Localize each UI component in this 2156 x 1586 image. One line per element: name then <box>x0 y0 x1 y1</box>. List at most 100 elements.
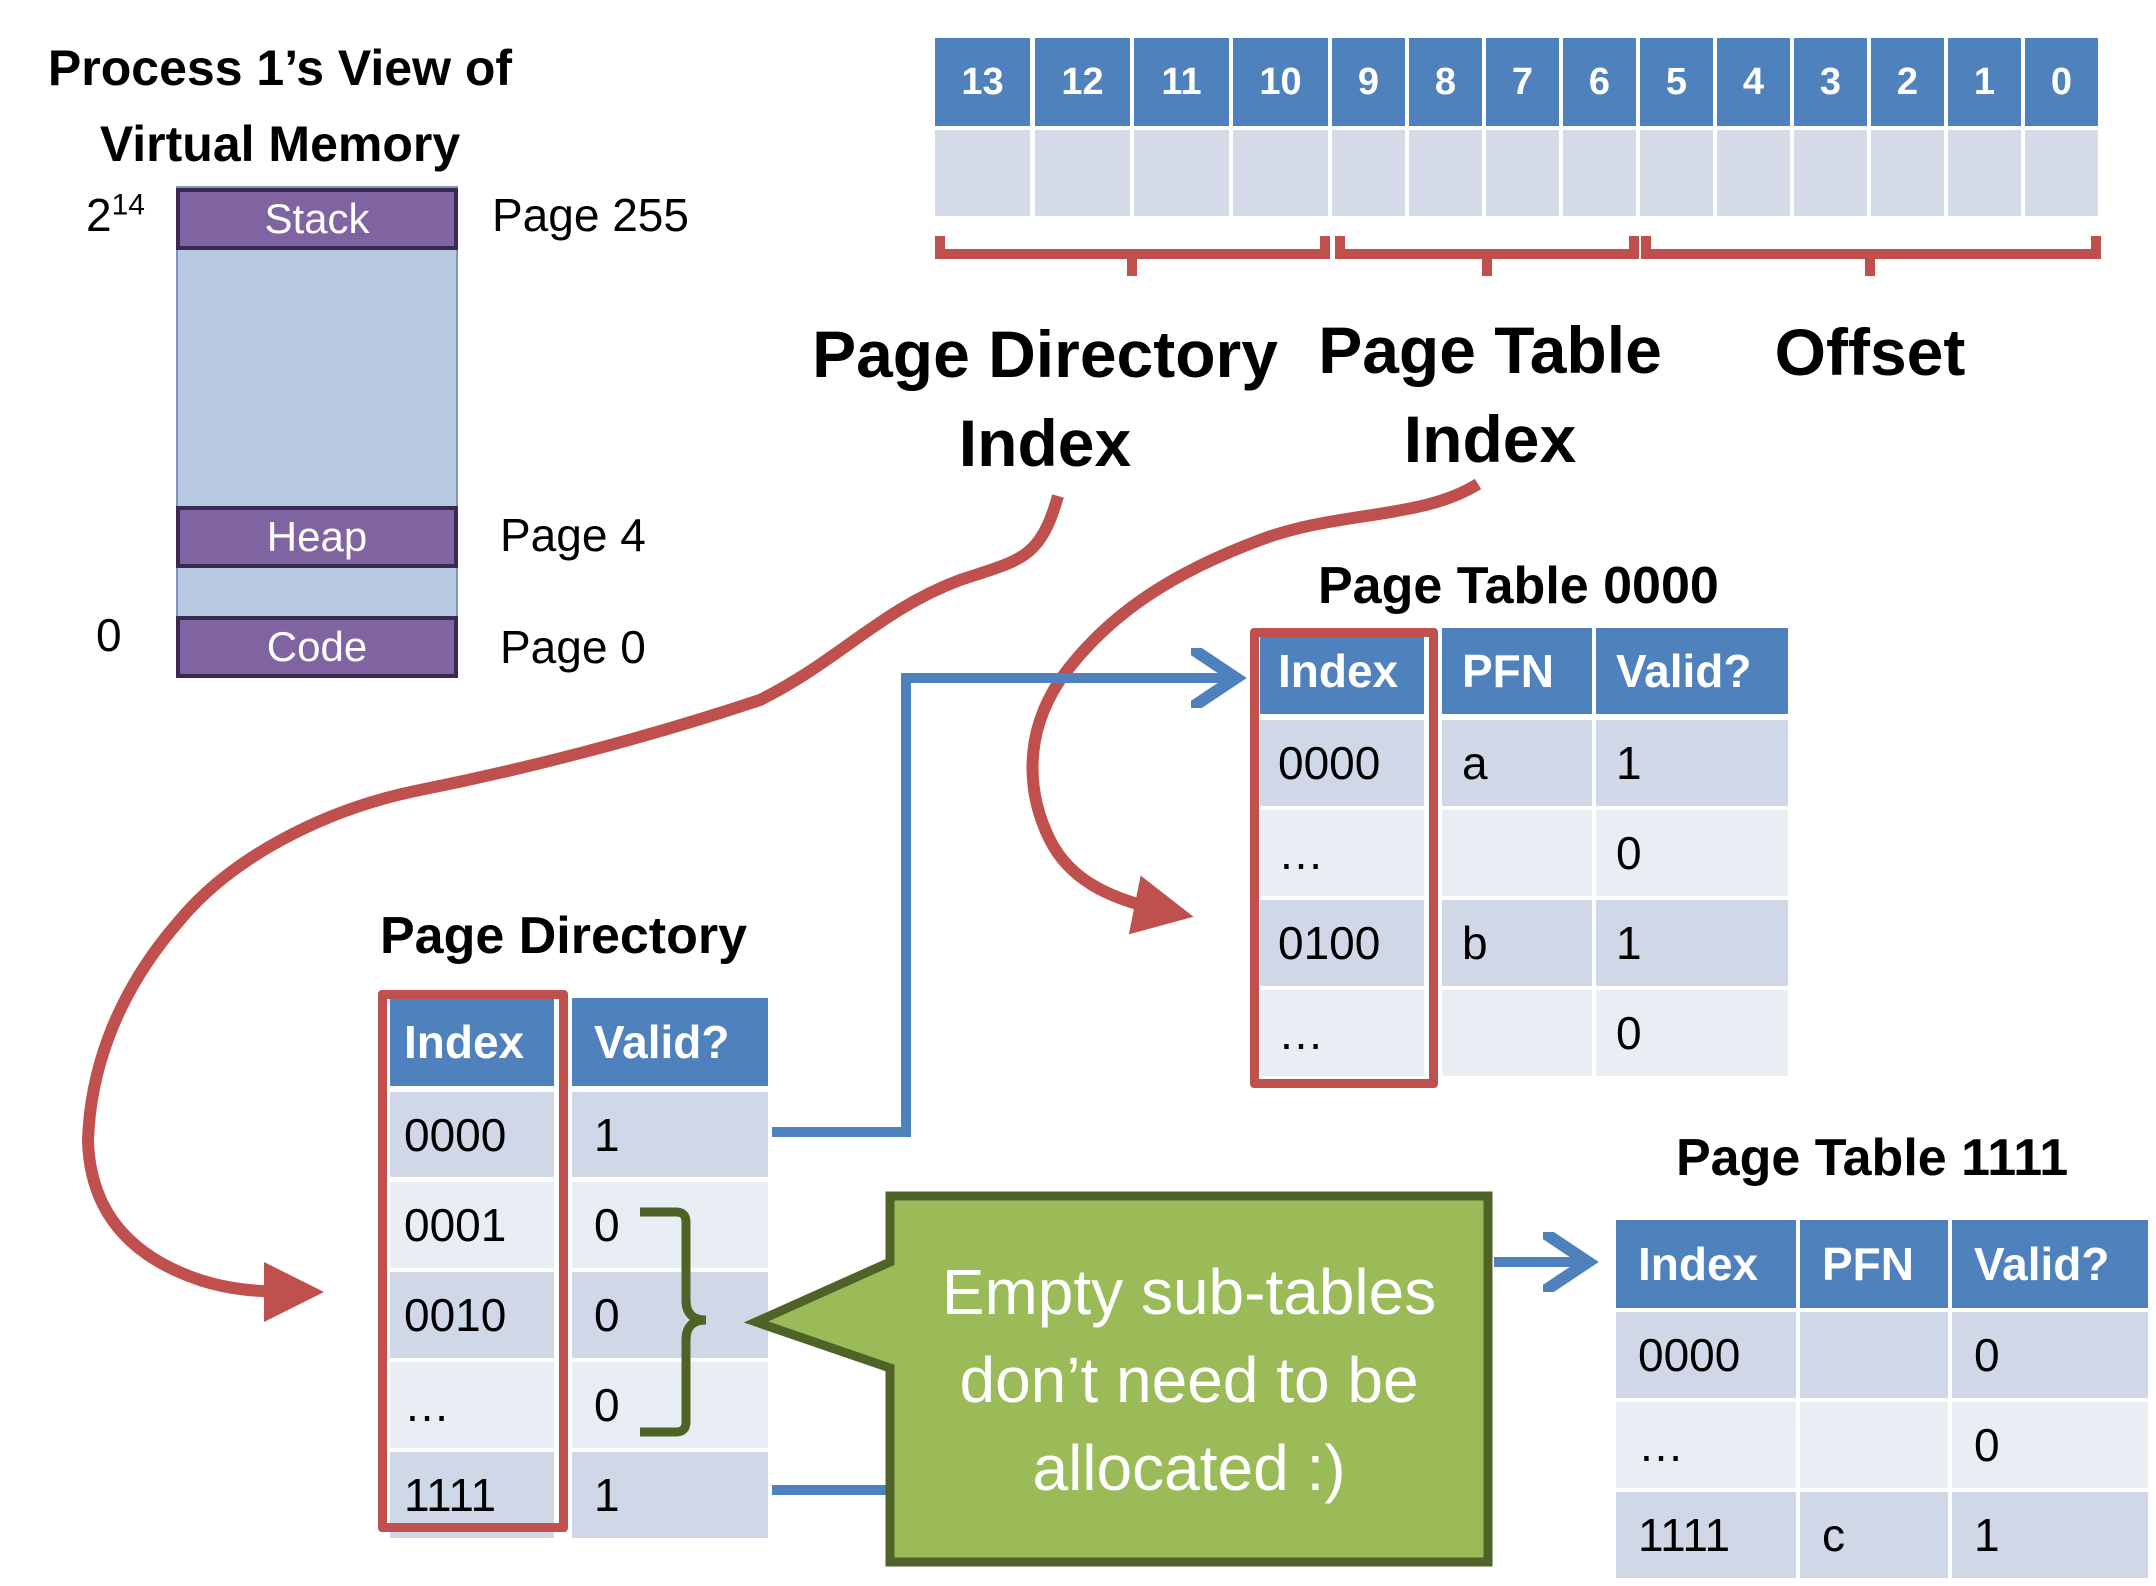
bit-0: 0 <box>2025 38 2098 126</box>
segment-heap: Heap <box>176 506 458 568</box>
pt1-row-2-index: 1111 <box>1616 1492 1796 1578</box>
bit-2: 2 <box>1871 38 1944 126</box>
callout-shape <box>743 1191 1493 1567</box>
pt1-header-index: Index <box>1616 1220 1796 1308</box>
page-directory-title: Page Directory <box>380 907 748 965</box>
bit-value-cell <box>1640 130 1713 216</box>
pt1-row-2-valid: 1 <box>1952 1492 2148 1578</box>
memory-title-line2: Virtual Memory <box>99 116 461 172</box>
bit-value-cell <box>1409 130 1482 216</box>
pt1-row-0-index: 0000 <box>1616 1312 1796 1398</box>
callout-line1: Empty sub-tables <box>941 1256 1437 1328</box>
memory-top-exp: 14 <box>111 188 145 222</box>
pt0-header-pfn: PFN <box>1442 628 1592 714</box>
bit-3: 3 <box>1794 38 1867 126</box>
pt0-row-0-pfn: a <box>1442 720 1592 806</box>
pd-row-4-valid: 1 <box>572 1452 768 1538</box>
callout-line2: don’t need to be <box>959 1344 1419 1416</box>
bit-1: 1 <box>1948 38 2021 126</box>
bit-4: 4 <box>1717 38 1790 126</box>
brace-offset <box>1641 236 2101 276</box>
field-label-table-line2: Index <box>1403 402 1577 477</box>
bit-10: 10 <box>1233 38 1328 126</box>
field-label-offset: Offset <box>1774 315 1966 389</box>
pd-header-valid: Valid? <box>572 998 768 1086</box>
field-label-table: Page Table Index <box>1300 306 1680 484</box>
bit-value-cell <box>1332 130 1405 216</box>
bit-13: 13 <box>935 38 1030 126</box>
brace-table <box>1335 236 1639 276</box>
bit-5: 5 <box>1640 38 1713 126</box>
pt0-row-2-index: 0100 <box>1260 900 1424 986</box>
green-brace <box>640 1207 707 1437</box>
segment-stack: Stack <box>176 188 458 250</box>
bit-12: 12 <box>1035 38 1130 126</box>
pd-row-2-index: 0010 <box>390 1272 554 1358</box>
page-table-1111-title: Page Table 1111 <box>1676 1129 2069 1187</box>
field-label-directory-line2: Index <box>958 406 1132 481</box>
field-label-table-line1: Page Table <box>1318 313 1662 387</box>
pd-row-2-valid: 0 <box>572 1272 768 1358</box>
bit-value-cell <box>2025 130 2098 216</box>
callout-text: Empty sub-tables don’t need to be alloca… <box>894 1248 1484 1512</box>
pt0-row-3-pfn <box>1442 990 1592 1076</box>
pt1-header-pfn: PFN <box>1800 1220 1948 1308</box>
page-label-stack: Page 255 <box>492 189 689 241</box>
bit-value-cell <box>1948 130 2021 216</box>
address-space <box>176 186 458 676</box>
pd-row-3-index: … <box>390 1362 554 1448</box>
memory-bottom-label: 0 <box>96 609 122 661</box>
pt0-row-1-index: … <box>1260 810 1424 896</box>
memory-title-line1: Process 1’s View of <box>47 40 513 96</box>
arrow-table-index-to-pt0 <box>1026 478 1482 935</box>
bit-value-cell <box>1035 130 1130 216</box>
bit-6: 6 <box>1563 38 1636 126</box>
bit-value-cell <box>1486 130 1559 216</box>
pt0-row-3-valid: 0 <box>1596 990 1788 1076</box>
pd-row-0-index: 0000 <box>390 1092 554 1177</box>
pt0-row-1-pfn <box>1442 810 1592 896</box>
segment-code: Code <box>176 616 458 678</box>
pt1-row-0-valid: 0 <box>1952 1312 2148 1398</box>
pt0-row-0-index: 0000 <box>1260 720 1424 806</box>
pd-header-index: Index <box>390 998 554 1086</box>
bit-value-cell <box>1871 130 1944 216</box>
bit-7: 7 <box>1486 38 1559 126</box>
pt0-row-0-valid: 1 <box>1596 720 1788 806</box>
pt0-row-3-index: … <box>1260 990 1424 1076</box>
pt1-row-1-valid: 0 <box>1952 1402 2148 1488</box>
arrow-dir-index-to-directory <box>81 494 1064 1322</box>
bit-value-cell <box>1134 130 1229 216</box>
pt1-row-1-index: … <box>1616 1402 1796 1488</box>
bit-value-cell <box>1563 130 1636 216</box>
bit-value-cell <box>1233 130 1328 216</box>
pt0-index-column-highlight <box>1250 628 1438 1088</box>
pt1-row-2-pfn: c <box>1800 1492 1948 1578</box>
field-label-directory: Page Directory Index <box>790 310 1300 488</box>
page-label-code: Page 0 <box>500 621 646 673</box>
pt0-header-index: Index <box>1260 628 1424 714</box>
page-table-0000-title: Page Table 0000 <box>1318 557 1719 615</box>
memory-title: Process 1’s View of Virtual Memory <box>30 30 530 182</box>
bit-11: 11 <box>1134 38 1229 126</box>
pt1-header-valid: Valid? <box>1952 1220 2148 1308</box>
arrow-dir-0000-to-pt0 <box>772 678 1236 1137</box>
pt0-header-valid: Valid? <box>1596 628 1788 714</box>
bit-value-cell <box>1717 130 1790 216</box>
callout-line3: allocated :) <box>1032 1432 1346 1504</box>
pd-row-1-index: 0001 <box>390 1182 554 1268</box>
pd-row-1-valid: 0 <box>572 1182 768 1268</box>
bit-value-cell <box>1794 130 1867 216</box>
memory-top-base: 2 <box>86 189 112 241</box>
pt1-row-0-pfn <box>1800 1312 1948 1398</box>
brace-directory <box>935 236 1330 276</box>
bit-9: 9 <box>1332 38 1405 126</box>
pt0-row-1-valid: 0 <box>1596 810 1788 896</box>
bit-8: 8 <box>1409 38 1482 126</box>
memory-top-label: 214 <box>86 188 145 242</box>
pt0-row-2-pfn: b <box>1442 900 1592 986</box>
pd-row-0-valid: 1 <box>572 1092 768 1177</box>
pt1-row-1-pfn <box>1800 1402 1948 1488</box>
bit-value-cell <box>935 130 1030 216</box>
